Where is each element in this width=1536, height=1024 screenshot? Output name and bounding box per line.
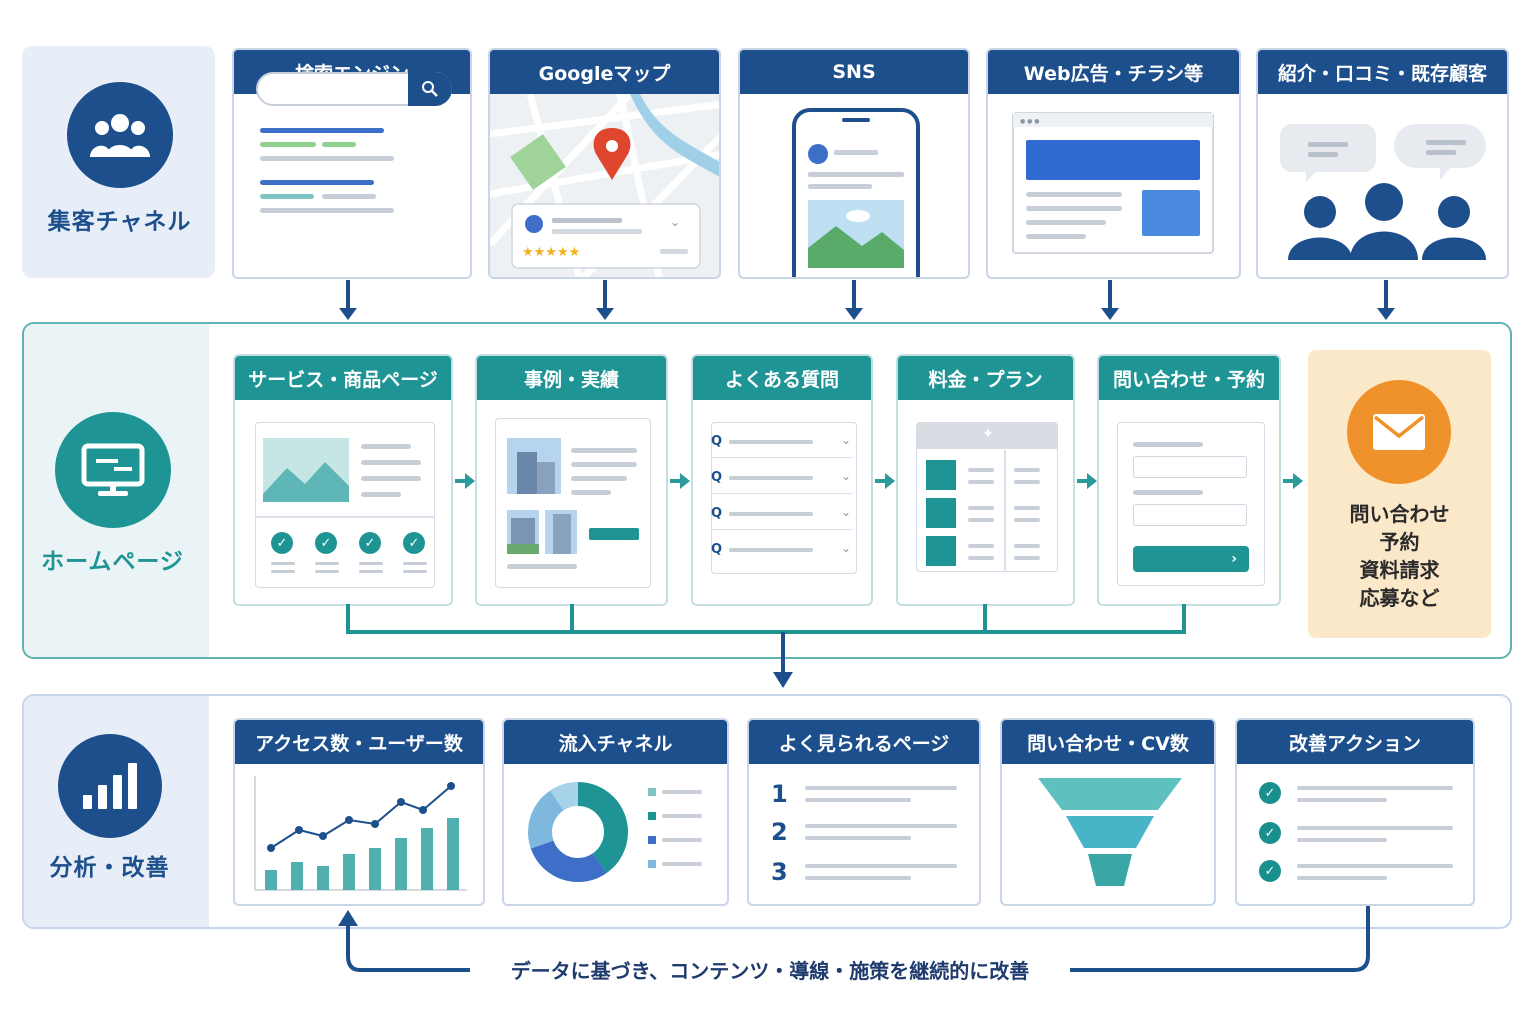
arrow-down-icon xyxy=(596,280,614,320)
arrow-right-icon xyxy=(455,473,475,489)
rank-number: 1 xyxy=(771,780,788,808)
check-icon: ✓ xyxy=(1259,822,1281,844)
channel-card-map[interactable]: Googleマップ ⌄ ★★★★★ xyxy=(488,48,721,279)
smartphone-icon xyxy=(792,108,920,277)
mail-icon xyxy=(1347,380,1451,484)
form-input[interactable] xyxy=(1133,504,1247,526)
check-icon: ✓ xyxy=(1259,860,1281,882)
analysis-card-actions[interactable]: 改善アクション ✓ ✓ ✓ xyxy=(1235,718,1475,906)
funnel-icon xyxy=(1038,778,1182,886)
page-label: 問い合わせ・予約 xyxy=(1099,356,1279,400)
form-input[interactable] xyxy=(1133,456,1247,478)
channel-label: Web広告・チラシ等 xyxy=(988,50,1239,94)
donut-chart-icon xyxy=(528,782,702,882)
conversion-line: 資料請求 xyxy=(1359,558,1440,582)
arrow-right-icon xyxy=(1283,473,1303,489)
channel-card-sns[interactable]: SNS xyxy=(738,48,970,279)
check-icon: ✓ xyxy=(271,532,293,554)
building-photo-icon xyxy=(507,510,539,554)
analysis-label: 流入チャネル xyxy=(504,720,727,764)
page-card-cases[interactable]: 事例・実績 xyxy=(475,354,668,606)
channel-label: SNS xyxy=(740,50,968,94)
page-card-contact[interactable]: 問い合わせ・予約 › xyxy=(1097,354,1281,606)
page-card-pricing[interactable]: 料金・プラン ✦ xyxy=(896,354,1075,606)
analysis-title: 分析・改善 xyxy=(49,855,170,881)
page-label: 事例・実績 xyxy=(477,356,666,400)
rank-number: 3 xyxy=(771,858,788,886)
arrow-down-icon xyxy=(1101,280,1119,320)
analysis-label: アクセス数・ユーザー数 xyxy=(235,720,483,764)
conversion-line: 予約 xyxy=(1379,530,1420,554)
bracket-connector xyxy=(346,604,1186,688)
channels-title: 集客チャネル xyxy=(47,209,192,235)
conversion-line: 問い合わせ xyxy=(1349,502,1450,526)
arrow-right-icon xyxy=(670,473,690,489)
analysis-card-popular-pages[interactable]: よく見られるページ 1 2 3 xyxy=(747,718,981,906)
channel-label: 紹介・口コミ・既存顧客 xyxy=(1258,50,1507,94)
page-label: サービス・商品ページ xyxy=(235,356,451,400)
check-icon: ✓ xyxy=(359,532,381,554)
channel-card-web-ad[interactable]: Web広告・チラシ等 ● ● ● xyxy=(986,48,1241,279)
check-icon: ✓ xyxy=(403,532,425,554)
arrow-down-icon xyxy=(339,280,357,320)
building-photo-icon xyxy=(545,510,577,554)
svg-text:⌄: ⌄ xyxy=(670,215,680,229)
arrow-down-icon xyxy=(845,280,863,320)
page-card-faq[interactable]: よくある質問 Q⌄ Q⌄ Q⌄ Q⌄ xyxy=(691,354,873,606)
arrow-right-icon xyxy=(1077,473,1097,489)
referral-people-icon xyxy=(1280,124,1486,260)
arrow-right-icon xyxy=(875,473,895,489)
access-chart-icon xyxy=(254,776,467,891)
conversion-line: 応募など xyxy=(1359,586,1440,610)
footer-caption: データに基づき、コンテンツ・導線・施策を継続的に改善 xyxy=(470,955,1070,984)
check-icon: ✓ xyxy=(1259,782,1281,804)
arrow-down-icon xyxy=(1377,280,1395,320)
faq-item[interactable]: Q⌄ xyxy=(711,430,853,458)
rank-number: 2 xyxy=(771,818,788,846)
analysis-card-cv[interactable]: 問い合わせ・CV数 xyxy=(1000,718,1216,906)
faq-item[interactable]: Q⌄ xyxy=(711,541,851,557)
analysis-card-access[interactable]: アクセス数・ユーザー数 xyxy=(233,718,485,906)
channel-card-referral[interactable]: 紹介・口コミ・既存顧客 xyxy=(1256,48,1509,279)
channel-label: Googleマップ xyxy=(490,50,719,94)
analysis-card-inflow[interactable]: 流入チャネル xyxy=(502,718,729,906)
analysis-label: 問い合わせ・CV数 xyxy=(1002,720,1214,764)
page-label: 料金・プラン xyxy=(898,356,1073,400)
channel-card-search[interactable]: 検索エンジン xyxy=(232,48,472,279)
building-photo-icon xyxy=(507,438,561,494)
image-placeholder-icon xyxy=(263,438,349,502)
monitor-icon xyxy=(55,412,171,528)
check-icon: ✓ xyxy=(315,532,337,554)
bar-chart-icon xyxy=(58,734,162,838)
analysis-label: 改善アクション xyxy=(1237,720,1473,764)
homepage-title: ホームページ xyxy=(41,549,184,575)
page-card-service[interactable]: サービス・商品ページ ✓ ✓ ✓ ✓ xyxy=(233,354,453,606)
svg-text:★★★★★: ★★★★★ xyxy=(522,245,580,260)
people-icon xyxy=(67,82,173,188)
page-label: よくある質問 xyxy=(693,356,871,400)
map-pin-icon: ⌄ ★★★★★ xyxy=(490,94,719,277)
analysis-label: よく見られるページ xyxy=(749,720,979,764)
faq-item[interactable]: Q⌄ xyxy=(711,466,853,494)
faq-item[interactable]: Q⌄ xyxy=(711,502,853,530)
submit-button[interactable]: › xyxy=(1133,546,1249,572)
